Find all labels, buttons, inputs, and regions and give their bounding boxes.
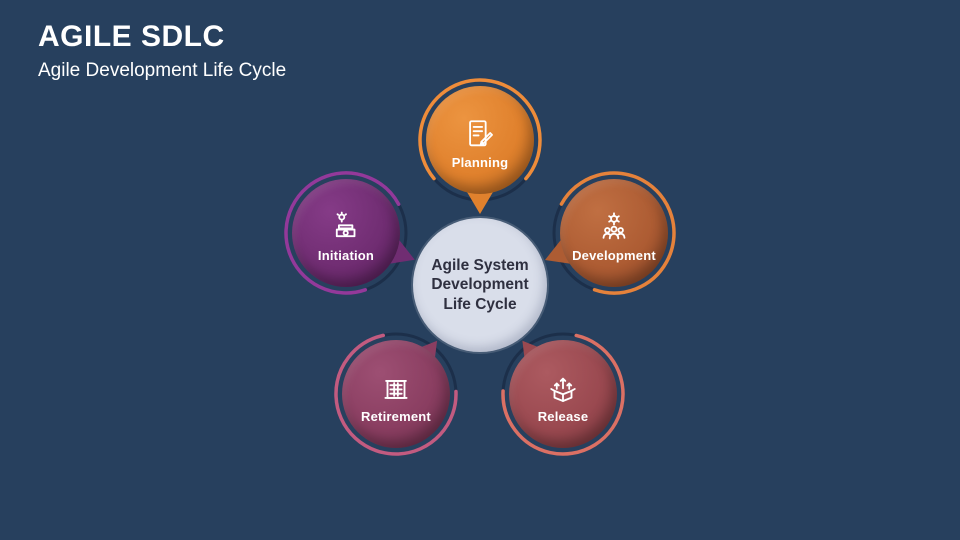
stage-development: Development [560, 179, 668, 287]
center-circle: Agile System Development Life Cycle [413, 218, 547, 352]
stage-label: Initiation [317, 247, 375, 263]
stage-label: Development [572, 247, 656, 263]
stage-release: Release [509, 340, 617, 448]
planning-pointer [467, 192, 493, 214]
team-gear-icon [602, 211, 626, 239]
page-title: AGILE SDLC [38, 20, 225, 53]
building-icon [384, 379, 408, 399]
stage-planning: Planning [426, 86, 534, 194]
stage-label: Planning [451, 154, 509, 170]
stage-retirement: Retirement [342, 340, 450, 448]
page-subtitle: Agile Development Life Cycle [38, 60, 287, 81]
center-label: Agile System Development Life Cycle [431, 256, 529, 313]
stage-label: Release [537, 408, 589, 424]
money-idea-icon [335, 211, 356, 237]
stage-label: Retirement [361, 408, 431, 424]
document-pencil-icon [469, 119, 493, 146]
box-arrows-icon [550, 377, 576, 402]
stage-initiation: Initiation [292, 179, 400, 287]
